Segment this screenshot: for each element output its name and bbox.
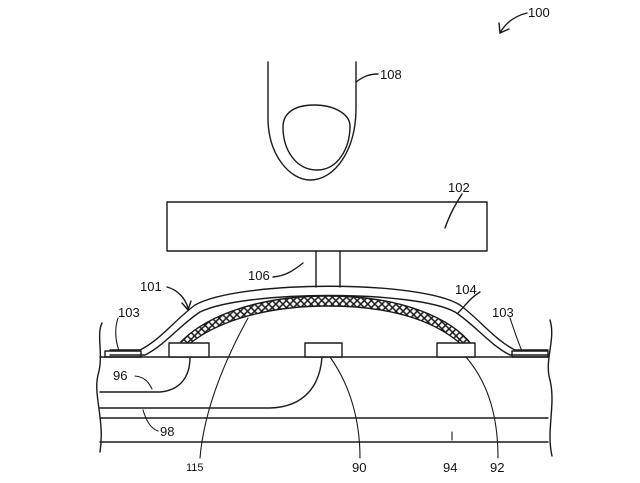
label-106: 106 xyxy=(248,268,270,283)
adhesive-left xyxy=(104,350,142,358)
label-102: 102 xyxy=(448,180,470,195)
label-98: 98 xyxy=(160,424,174,439)
label-94: 94 xyxy=(443,460,457,475)
leader-92 xyxy=(465,356,499,459)
leader-98 xyxy=(142,409,159,432)
label-104: 104 xyxy=(455,282,477,297)
leader-115 xyxy=(199,317,249,459)
leader-103-right xyxy=(509,317,523,352)
plunger xyxy=(272,250,341,288)
label-115: 115 xyxy=(186,462,204,474)
trace-98 xyxy=(99,356,323,409)
label-100: 100 xyxy=(528,5,550,20)
adhesive-right xyxy=(511,350,549,358)
ref-101-arrow xyxy=(166,286,192,311)
label-90: 90 xyxy=(352,460,366,475)
label-92: 92 xyxy=(490,460,504,475)
trace-96 xyxy=(99,356,191,393)
leader-103-left xyxy=(115,317,120,352)
leader-90 xyxy=(329,356,361,459)
ref-100-arrow xyxy=(498,12,528,34)
label-96: 96 xyxy=(113,368,127,383)
label-101: 101 xyxy=(140,279,162,294)
key-cap xyxy=(166,193,488,252)
leader-96 xyxy=(134,375,153,390)
contact-pad-right xyxy=(436,342,476,358)
label-103-right: 103 xyxy=(492,305,514,320)
finger xyxy=(267,61,379,181)
label-108: 108 xyxy=(380,67,402,82)
label-103-left: 103 xyxy=(118,305,140,320)
contact-pad-left xyxy=(168,342,210,358)
contact-pad-center xyxy=(304,342,343,358)
